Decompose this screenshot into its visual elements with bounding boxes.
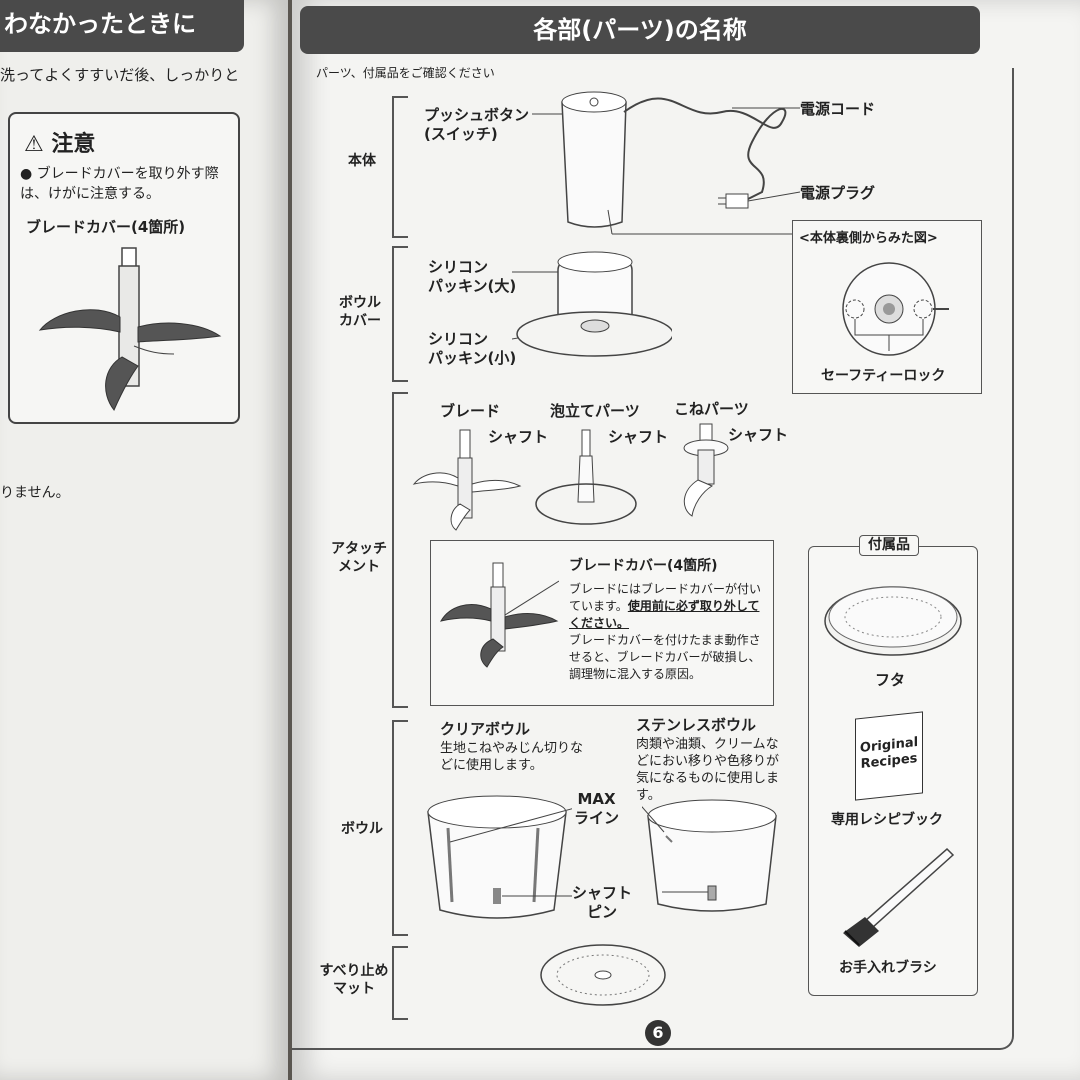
brush-icon: [843, 847, 955, 947]
label-safety-lock: セーフティーロック: [821, 368, 946, 384]
page-title: 各部(パーツ)の名称: [300, 6, 980, 54]
left-page-text: 洗ってよくすすいだ後、しっかりと: [0, 66, 240, 84]
caution-sub-label: ブレードカバー(4箇所): [26, 218, 186, 236]
section-label-attachment: アタッチ メント: [331, 541, 387, 575]
main-unit-illustration: [532, 91, 832, 235]
non-slip-mat-illustration: [540, 944, 666, 1006]
section-bracket-mat: [392, 946, 408, 1020]
intro-text: パーツ、付属品をご確認ください: [316, 66, 495, 80]
recipe-book-cover-text: Original Recipes: [859, 734, 919, 772]
left-page: わなかったときに 洗ってよくすすいだ後、しっかりと ⚠ 注意 ● ブレードカバー…: [0, 0, 288, 1080]
left-page-header: わなかったときに: [0, 0, 244, 52]
recipe-book-icon: Original Recipes: [855, 711, 923, 801]
section-bracket-bowl-cover: [392, 246, 408, 382]
label-lid: フタ: [875, 671, 906, 689]
section-bracket-bowl: [392, 720, 408, 936]
section-label-bowl-cover: ボウル カバー: [339, 295, 381, 329]
blade-cover-text-1: ブレードにはブレードカバーが付いています。: [569, 582, 762, 613]
label-shaft-kneader: シャフト: [728, 426, 789, 444]
blade-cover-box: ブレードカバー(4箇所) ブレードにはブレードカバーが付いています。使用前に必ず…: [430, 540, 774, 706]
label-whisk: 泡立てパーツ: [550, 402, 640, 420]
back-view-illustration: [842, 262, 949, 356]
section-bracket-attachment: [392, 392, 408, 708]
section-label-mat: すべり止め マット: [319, 963, 389, 997]
clear-bowl-desc: 生地こねやみじん切りなどに使用します。: [440, 741, 584, 773]
label-shaft-pin: シャフト ピン: [572, 884, 633, 921]
caution-body-text: ブレードカバーを取り外す際は、けがに注意する。: [20, 166, 219, 202]
warning-triangle-icon: ⚠: [24, 132, 44, 157]
steel-bowl-desc: 肉類や油類、クリームなどにおい移りや色移りが気になるものに使用します。: [636, 737, 780, 803]
label-blade: ブレード: [440, 402, 501, 420]
blade-cover-text: ブレードにはブレードカバーが付いています。使用前に必ず取り外してください。 ブレ…: [569, 581, 765, 683]
caution-title-text: 注意: [51, 132, 96, 157]
caution-title: ⚠ 注意: [24, 126, 95, 158]
label-shaft-blade: シャフト: [488, 428, 549, 446]
section-bracket-body: [392, 96, 408, 238]
blade-cover-illustration: [38, 247, 222, 411]
left-page-note: りません。: [0, 485, 70, 501]
label-recipe-book: 専用レシピブック: [831, 812, 943, 828]
label-max-line: MAX ライン: [574, 790, 620, 827]
back-view-box: <本体裏側からみた図> セーフティーロック: [792, 220, 982, 394]
label-steel-bowl: ステンレスボウル: [636, 716, 757, 734]
label-power-cord: 電源コード: [800, 100, 876, 118]
steel-bowl-illustration: [642, 799, 777, 912]
label-shaft-whisk: シャフト: [608, 428, 669, 446]
label-packing-small: シリコン パッキン(小): [428, 330, 517, 367]
accessories-title: 付属品: [859, 535, 919, 556]
bowl-cover-illustration: [512, 251, 672, 357]
kneader-illustration: [683, 423, 729, 517]
label-brush: お手入れブラシ: [839, 960, 937, 976]
lid-illustration: [824, 586, 962, 656]
clear-bowl-illustration: [427, 795, 572, 919]
caution-body: ● ブレードカバーを取り外す際は、けがに注意する。: [20, 166, 219, 202]
section-label-bowl: ボウル: [341, 821, 383, 837]
caution-box: ⚠ 注意 ● ブレードカバーを取り外す際は、けがに注意する。 ブレードカバー(4…: [8, 112, 240, 424]
blade-cover-text-2: ブレードカバーを付けたまま動作させると、ブレードカバーが破損し、調理物に混入する…: [569, 633, 761, 681]
section-label-body: 本体: [348, 153, 376, 169]
blade-cover-text-bold: 使用前に必ず取り外してください。: [569, 599, 760, 630]
label-packing-large: シリコン パッキン(大): [428, 258, 517, 295]
right-page: 各部(パーツ)の名称 パーツ、付属品をご確認ください 本体 ボウル カバー アタ…: [292, 0, 1080, 1080]
blade-illustration: [412, 429, 522, 531]
label-kneader: こねパーツ: [674, 400, 749, 418]
blade-with-cover-illustration: [440, 562, 559, 668]
accessories-box: 付属品 フタ Original Recipes 専用レシピブック お手入れブラシ: [808, 535, 978, 996]
label-clear-bowl: クリアボウル: [440, 720, 531, 738]
whisk-illustration: [535, 429, 637, 525]
blade-cover-title: ブレードカバー(4箇所): [569, 558, 718, 574]
content-frame: [292, 68, 1014, 1050]
label-back-view: <本体裏側からみた図>: [799, 231, 938, 246]
label-power-plug: 電源プラグ: [800, 184, 876, 202]
page-number: 6: [645, 1020, 671, 1046]
label-push-button: プッシュボタン (スイッチ): [424, 106, 530, 143]
